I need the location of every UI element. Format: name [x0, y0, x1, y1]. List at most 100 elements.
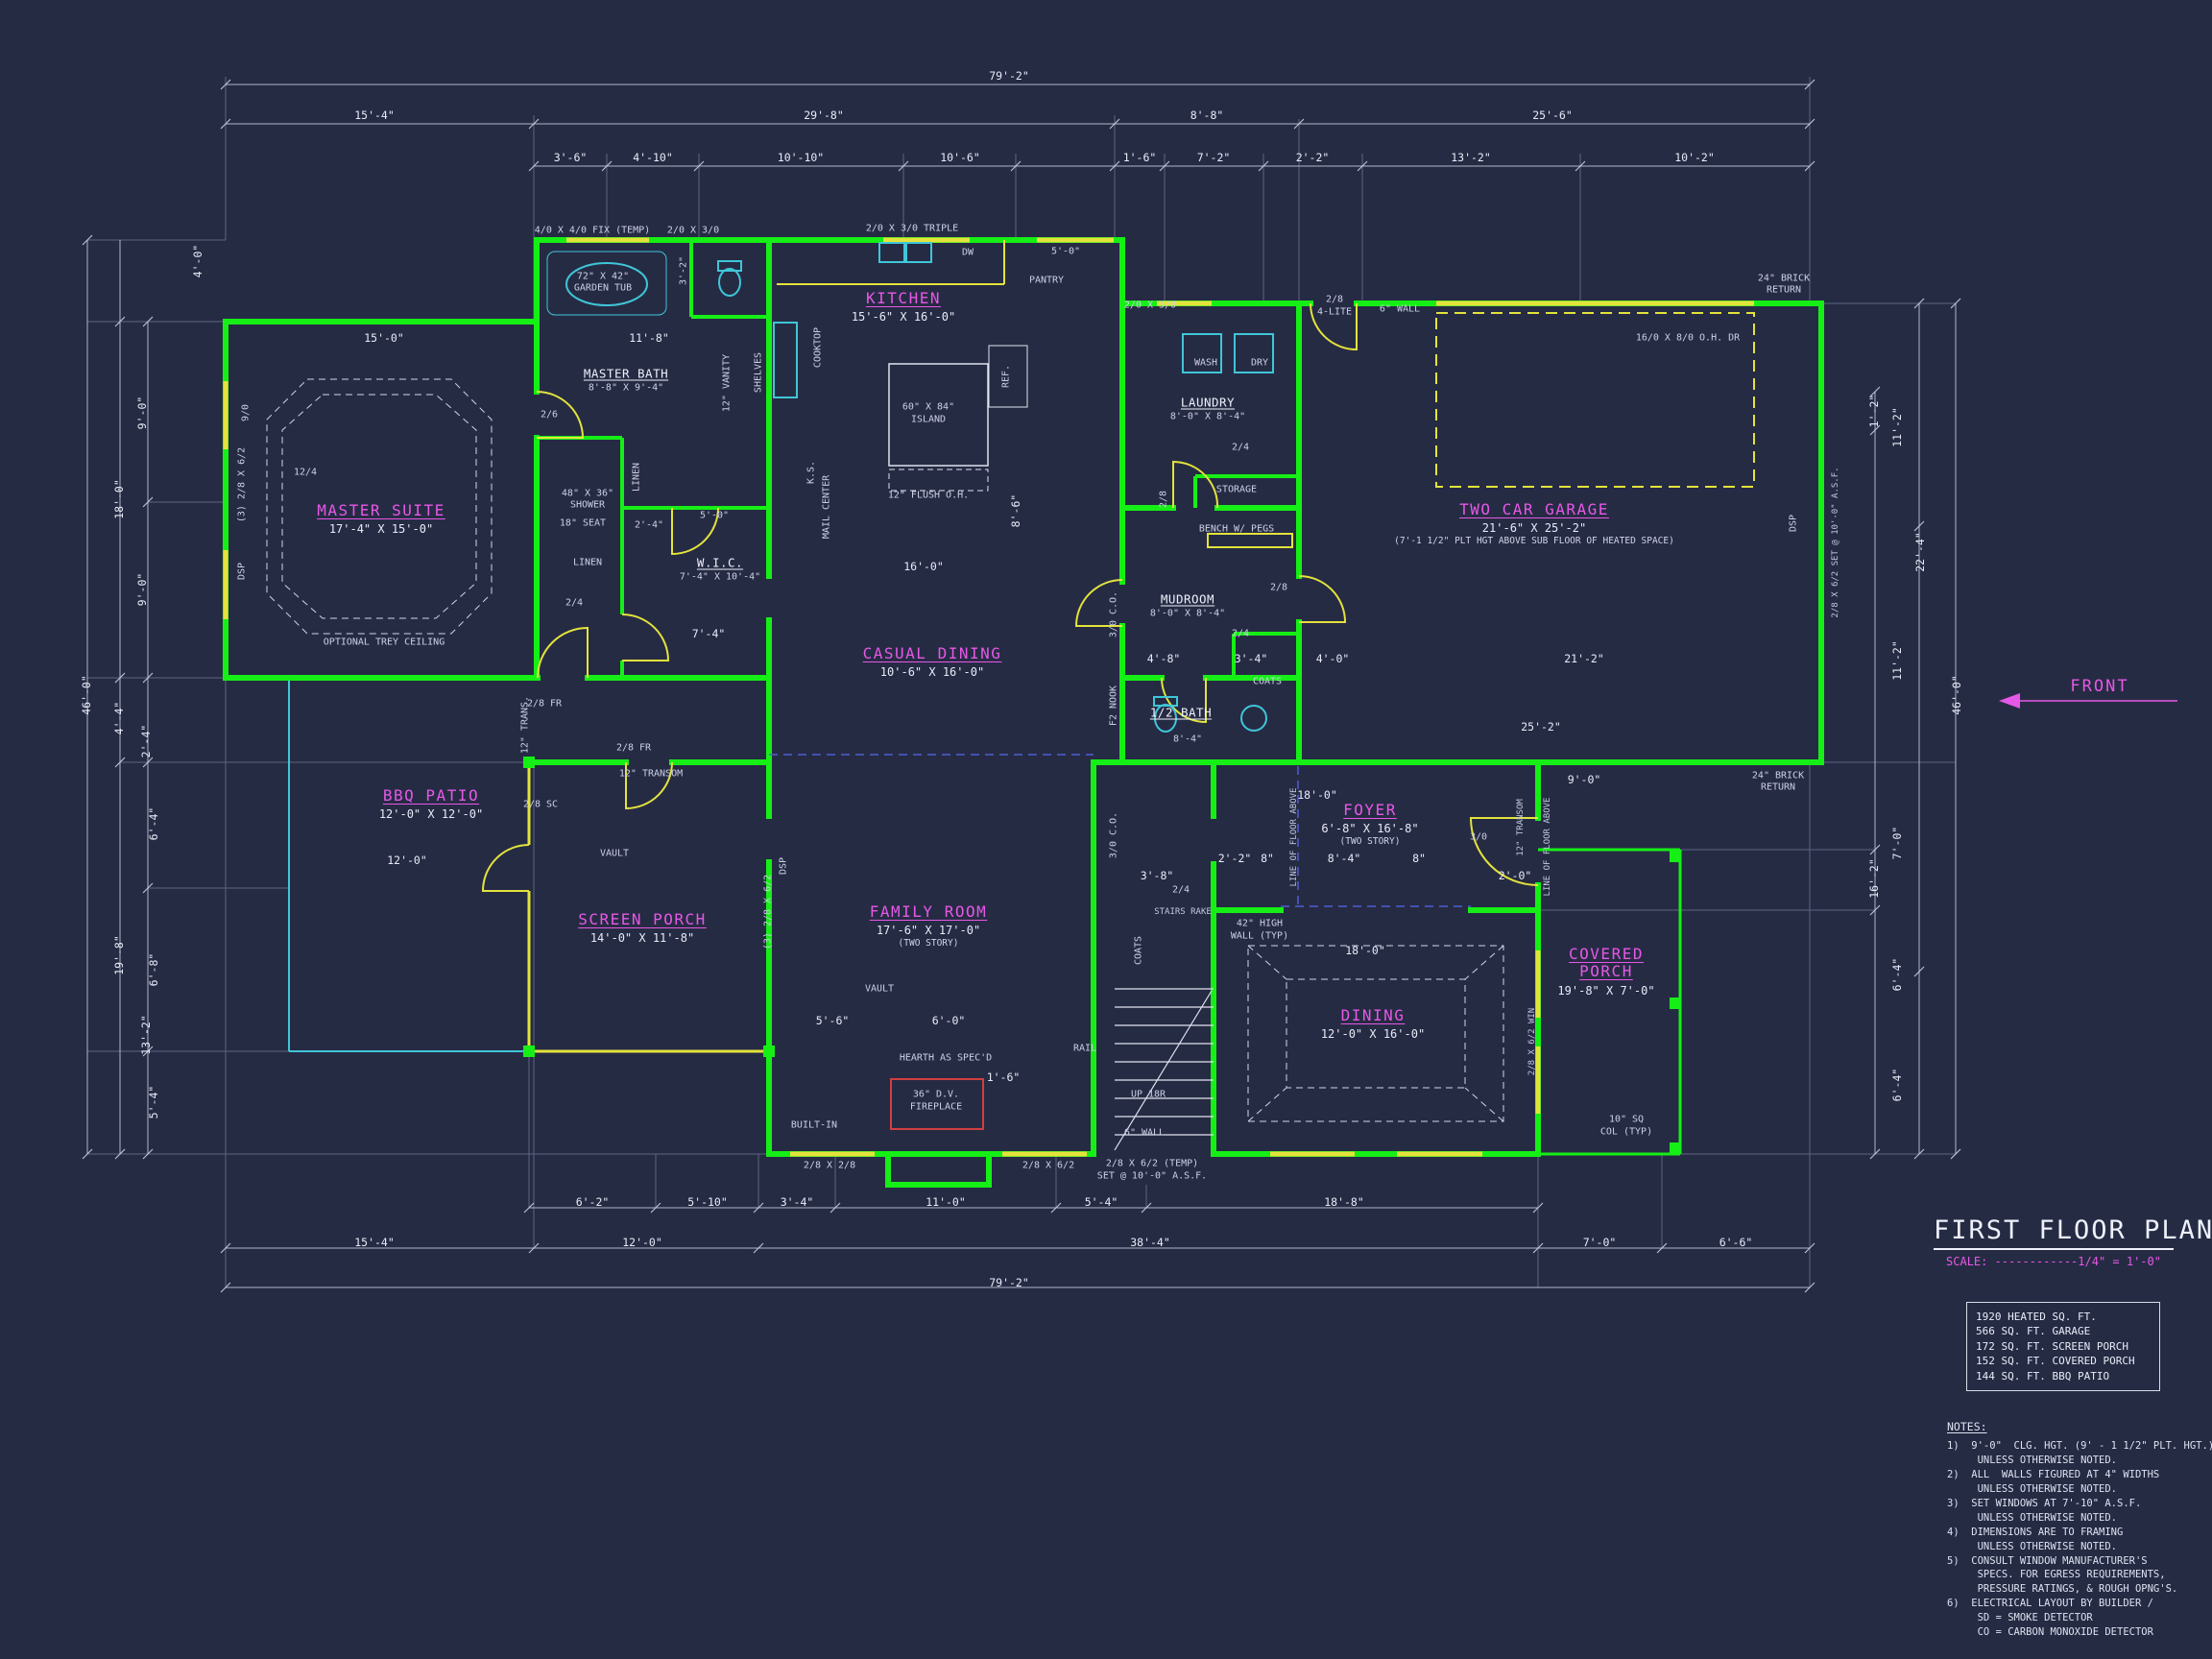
annotation-label: 1/2 BATH — [1149, 705, 1213, 720]
plan-scale: SCALE: ------------1/4" = 1'-0" — [1946, 1255, 2161, 1268]
annotation-label: RAIL — [1072, 1043, 1097, 1054]
dimension-label: 7'-0" — [1890, 826, 1904, 860]
dimension-label: 9'-0" — [135, 396, 149, 430]
dimension-label: 6'-8" — [147, 952, 160, 987]
trey-ceiling — [266, 378, 493, 635]
annotation-label: 12/4 — [293, 467, 318, 478]
room-label-foyer: FOYER 6'-8" X 16'-8" (TWO STORY) — [1321, 801, 1419, 848]
annotation-label: DRY — [1250, 357, 1269, 369]
annotation-label: VAULT — [599, 848, 630, 859]
annotation-label: 2/8 SC — [522, 799, 559, 810]
dimension-label: 5'-10" — [687, 1195, 728, 1209]
annotation-label: 8'-0" X 8'-4" — [1149, 608, 1226, 619]
dimension-label: 8" — [1412, 852, 1426, 865]
front-label: FRONT — [2070, 677, 2129, 696]
dimension-label: 25'-2" — [1521, 720, 1561, 733]
annotation-label: DSP — [778, 856, 789, 876]
dimension-label: 8'-8" — [1190, 108, 1224, 122]
dimension-label: 4'-4" — [112, 701, 126, 735]
annotation-label: LINE OF FLOOR ABOVE — [1289, 787, 1299, 887]
dimension-label: 6'-4" — [1890, 1068, 1904, 1102]
annotation-label: RETURN — [1766, 284, 1802, 296]
annotation-label: 5'-0" — [699, 510, 730, 521]
annotation-label: W.I.C. — [696, 555, 744, 570]
room-label-screen-porch: SCREEN PORCH 14'-0" X 11'-8" — [578, 910, 707, 946]
annotation-label: REF. — [1000, 364, 1012, 389]
dimension-label: 15'-4" — [354, 108, 395, 122]
annotation-label: LINEN — [572, 557, 603, 568]
dimension-label: 15'-4" — [354, 1236, 395, 1249]
dining-ceiling — [1247, 945, 1504, 1122]
annotation-label: 2/0 X 3/0 — [666, 225, 720, 236]
annotation-label: F2 NOOK — [1108, 685, 1119, 727]
annotation-label: 3/0 C.O. — [1108, 590, 1119, 638]
screen-porch-post — [763, 1046, 775, 1057]
extension-lines — [87, 77, 1956, 1287]
annotation-label: 12" FLUSH O.H. — [887, 490, 970, 501]
front-arrow-head — [1999, 693, 2020, 709]
annotation-label: 2/4 — [565, 597, 584, 609]
annotation-label: 8'-0" X 8'-4" — [1169, 411, 1246, 422]
annotation-label: 12" TRANS. — [519, 695, 531, 755]
dimension-label: 16'-2" — [1867, 858, 1881, 899]
dimension-label: 18'-0" — [1345, 944, 1385, 957]
annotation-label: (3) 2/8 X 6/2 — [236, 446, 248, 523]
dimension-label: 4'-0" — [191, 244, 204, 278]
annotation-label: 4-LITE — [1316, 306, 1353, 318]
annotation-label: 3'-2" — [678, 255, 689, 286]
dimension-label: 46'-0" — [80, 675, 93, 715]
porch-column — [1670, 998, 1681, 1009]
annotation-label: 2/6 — [540, 409, 559, 421]
door-swings — [481, 302, 1539, 892]
dimension-label: 1'-6" — [986, 1070, 1021, 1084]
dimension-label: 11'-2" — [1890, 407, 1904, 447]
dimension-label: 3'-4" — [780, 1195, 814, 1209]
annotation-label: 2/8 X 6/2 SET @ 10'-0" A.S.F. — [1831, 467, 1840, 618]
annotation-label: OPTIONAL TREY CEILING — [323, 637, 445, 648]
annotation-label: VAULT — [864, 983, 895, 995]
annotation-label: 48" X 36" — [561, 488, 614, 499]
dimension-label: 6'-6" — [1719, 1236, 1753, 1249]
annotation-label: WASH — [1193, 357, 1218, 369]
dimension-ticks — [82, 79, 1961, 1293]
dimension-label: 3'-6" — [553, 151, 588, 164]
annotation-label: 2/0 X 3/0 TRIPLE — [865, 223, 959, 234]
screen-porch-post — [523, 1046, 535, 1057]
dimension-label: 15'-0" — [364, 331, 404, 345]
room-label-covered-porch: COVERED PORCH 19'-8" X 7'-0" — [1557, 945, 1655, 998]
dimension-label: 7'-4" — [691, 627, 726, 640]
dimension-label: 11'-8" — [629, 331, 669, 345]
annotation-label: 2/4 — [1231, 442, 1250, 453]
annotation-label: LINEN — [631, 462, 642, 493]
refrigerator — [988, 345, 1028, 408]
notes-title: NOTES: — [1947, 1420, 1987, 1433]
annotation-label: WALL (TYP) — [1230, 930, 1289, 942]
dimension-label: 13'-2" — [1451, 151, 1491, 164]
dimension-label: 6'-2" — [575, 1195, 610, 1209]
dimension-label: 4'-10" — [633, 151, 673, 164]
annotation-label: 42" HIGH — [1236, 918, 1284, 929]
dimension-label: 79'-2" — [989, 1276, 1029, 1289]
dimension-label: 19'-8" — [112, 935, 126, 975]
dimension-label: 18'-0" — [1297, 788, 1337, 802]
annotation-label: SHELVES — [753, 351, 764, 394]
dimension-label: 9'-0" — [135, 572, 149, 607]
dimension-label: 6'-4" — [1890, 957, 1904, 992]
title-block: FIRST FLOOR PLAN SCALE: ------------1/4"… — [1934, 1215, 2212, 1268]
dimension-label: 2'-2" — [1217, 852, 1252, 865]
island-overhang — [888, 469, 989, 492]
fireplace — [890, 1078, 984, 1130]
annotation-label: 3/0 C.O. — [1108, 811, 1119, 859]
dimension-label: 5'-4" — [147, 1085, 160, 1119]
dimension-label: 10'-2" — [1674, 151, 1715, 164]
annotation-label: LINE OF FLOOR ABOVE — [1543, 797, 1552, 897]
dimension-label: 46'-0" — [1950, 675, 1963, 715]
dimension-label: 1'-2" — [1867, 394, 1881, 428]
porch-column — [1670, 851, 1681, 862]
annotation-label: COOKTOP — [812, 326, 824, 369]
dimension-label: 3'-8" — [1140, 869, 1174, 882]
dimension-label: 10'-10" — [777, 151, 825, 164]
annotation-label: 2/8 FR — [615, 742, 652, 754]
dimension-label: 13'-2" — [139, 1015, 153, 1055]
